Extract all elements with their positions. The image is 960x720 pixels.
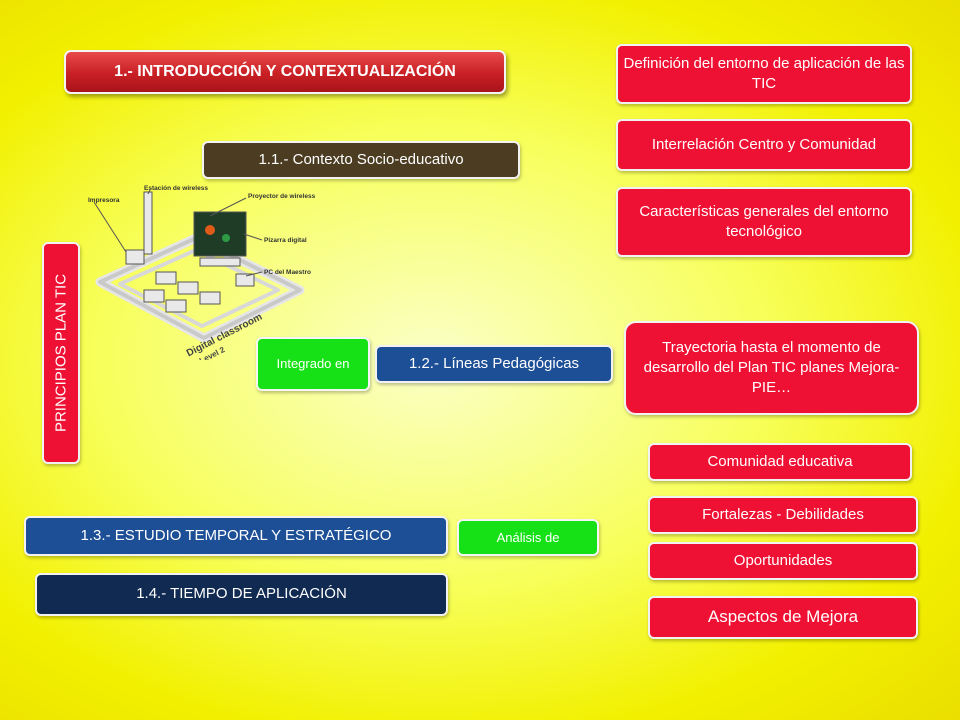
fortalezas-debilidades-box: Fortalezas - Debilidades	[648, 496, 918, 534]
caracteristicas-box: Características generales del entorno te…	[616, 187, 912, 257]
main-title: 1.- INTRODUCCIÓN Y CONTEXTUALIZACIÓN	[64, 50, 506, 94]
aspectos-mejora-box: Aspectos de Mejora	[648, 596, 918, 639]
section-1-2-box: 1.2.- Líneas Pedagógicas	[375, 345, 613, 383]
section-1-4-box: 1.4.- TIEMPO DE APLICACIÓN	[35, 573, 448, 616]
definicion-entorno-box: Definición del entorno de aplicación de …	[616, 44, 912, 104]
digital-classroom-illustration: Impresora Estación de wireless Proyector…	[88, 185, 316, 360]
oportunidades-box: Oportunidades	[648, 542, 918, 580]
label-pizarra: Pizarra digital	[264, 237, 307, 244]
label-proyector: Proyector de wireless	[248, 193, 316, 200]
principios-plan-tic-label: PRINCIPIOS PLAN TIC	[42, 242, 80, 464]
label-impresora: Impresora	[88, 197, 120, 204]
comunidad-educativa-box: Comunidad educativa	[648, 443, 912, 481]
analisis-de-connector: Análisis de	[457, 519, 599, 556]
label-estacion: Estación de wireless	[144, 185, 208, 192]
integrado-en-connector: Integrado en	[256, 337, 370, 391]
section-1-1-box: 1.1.- Contexto Socio-educativo	[202, 141, 520, 179]
label-pc: PC del Maestro	[264, 269, 311, 276]
section-1-3-box: 1.3.- ESTUDIO TEMPORAL Y ESTRATÉGICO	[24, 516, 448, 556]
trayectoria-box: Trayectoria hasta el momento de desarrol…	[624, 321, 919, 415]
interrelacion-box: Interrelación Centro y Comunidad	[616, 119, 912, 171]
principios-plan-tic-text: PRINCIPIOS PLAN TIC	[52, 273, 70, 433]
